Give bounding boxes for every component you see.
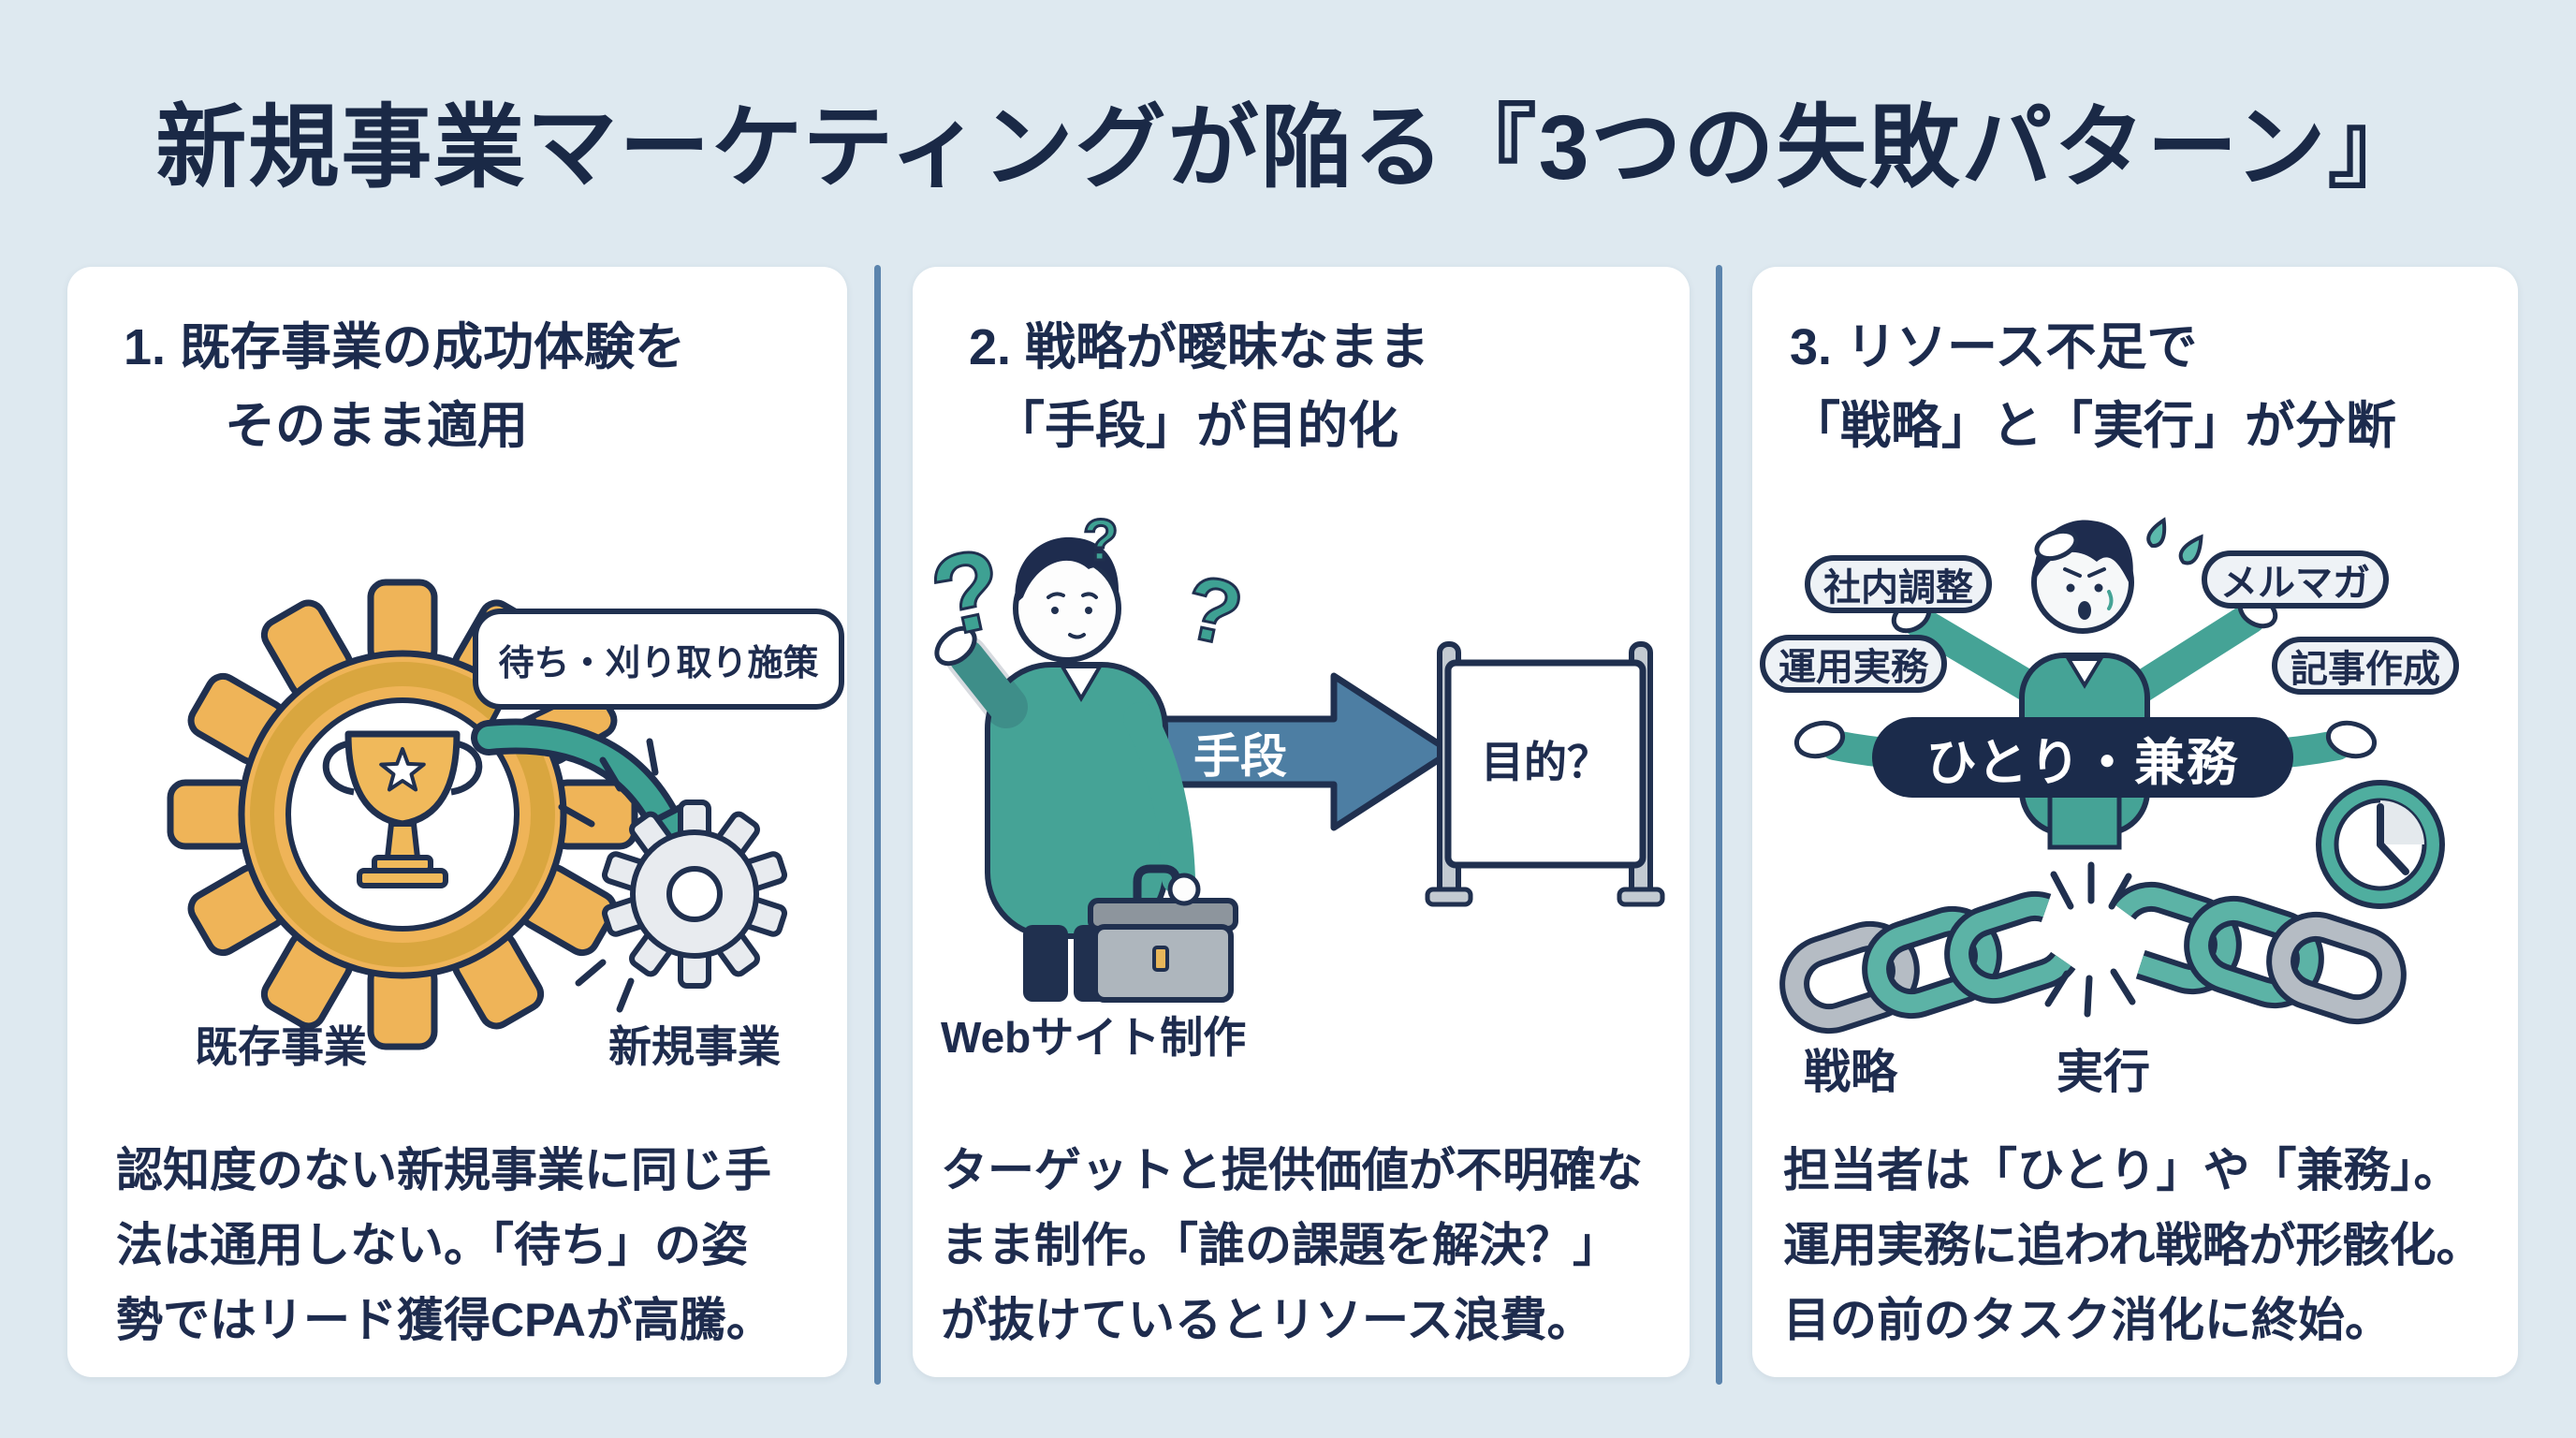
panel-2-illustration: ? ? ? 手段 目的？ Webサイト制作 xyxy=(913,507,1690,1119)
hand-on-head-icon xyxy=(2034,528,2079,562)
panel-resource-shortage: 3. リソース不足で 「戦略」と「実行」が分断 xyxy=(1752,267,2518,1377)
new-business-label: 新規事業 xyxy=(608,1022,781,1071)
open-hand-icon xyxy=(1793,720,1846,759)
panel-existing-business: 1. 既存事業の成功体験を そのまま適用 xyxy=(67,267,847,1377)
panel-2-description: ターゲットと提供価値が不明確な まま制作。「誰の課題を解決？」 が抜けているとリ… xyxy=(941,1144,1643,1346)
confused-person-illustration xyxy=(934,536,1665,1003)
means-arrow-label: 手段 xyxy=(1193,730,1287,783)
impact-lines xyxy=(558,738,659,1013)
person-illustration xyxy=(934,536,1195,1002)
question-mark-icon: ? xyxy=(1082,507,1120,575)
panel-3-description: 担当者は「ひとり」や「兼務」。 運用実務に追われ戦略が形骸化。 目の前のタスク消… xyxy=(1783,1144,2483,1346)
small-gear-icon xyxy=(601,800,788,989)
hair xyxy=(1015,536,1120,604)
signboard-icon xyxy=(1425,641,1665,907)
execution-label: 実行 xyxy=(2056,1046,2150,1098)
task-tag-operations: 運用実務 xyxy=(1760,635,1947,693)
speech-bubble: 待ち・刈り取り施策 xyxy=(473,609,844,710)
task-tag-internal-coordination: 社内調整 xyxy=(1805,555,1992,613)
open-hand-icon xyxy=(934,625,977,667)
clock-icon xyxy=(2316,780,2445,909)
panel-1-illustration: 待ち・刈り取り施策 既存事業 新規事業 xyxy=(67,515,847,1119)
page-title: 新規事業マーケティングが陥る『3つの失敗パターン』 xyxy=(155,96,2421,198)
panel-divider xyxy=(874,265,881,1385)
panel-1-heading: 1. 既存事業の成功体験を そのまま適用 xyxy=(124,319,686,454)
toolbox-icon xyxy=(1088,864,1238,1003)
broken-chain-icon xyxy=(1779,881,2407,1034)
strategy-label: 戦略 xyxy=(1804,1046,1897,1098)
stressed-face xyxy=(2031,520,2134,634)
spark-lines xyxy=(2044,861,2136,1018)
website-production-label: Webサイト制作 xyxy=(941,1013,1247,1062)
panel-1-description: 認知度のない新規事業に同じ手 法は通用しない。「待ち」の姿 勢ではリード獲得CP… xyxy=(116,1144,773,1346)
panel-3-heading: 3. リソース不足で 「戦略」と「実行」が分断 xyxy=(1790,319,2396,454)
panel-3-illustration: 社内調整 メルマガ 運用実務 記事作成 ひとり・兼務 戦略 実行 xyxy=(1752,515,2518,1119)
trophy-icon xyxy=(322,730,483,888)
task-tag-article-writing: 記事作成 xyxy=(2272,637,2459,695)
hand-icon xyxy=(1167,873,1201,906)
goal-sign-label: 目的？ xyxy=(1481,738,1610,786)
task-tag-newsletter: メルマガ xyxy=(2202,550,2389,609)
gear-trophy-illustration xyxy=(167,579,788,1050)
panel-divider xyxy=(1716,265,1722,1385)
alone-concurrent-banner: ひとり・兼務 xyxy=(1872,717,2293,798)
gear-icon xyxy=(167,579,638,1050)
open-hand-icon xyxy=(2325,720,2378,759)
existing-business-label: 既存事業 xyxy=(195,1022,367,1071)
panel-vague-strategy: 2. 戦略が曖昧なまま 「手段」が目的化 xyxy=(913,267,1690,1377)
panel-2-heading: 2. 戦略が曖昧なまま 「手段」が目的化 xyxy=(969,319,1430,454)
